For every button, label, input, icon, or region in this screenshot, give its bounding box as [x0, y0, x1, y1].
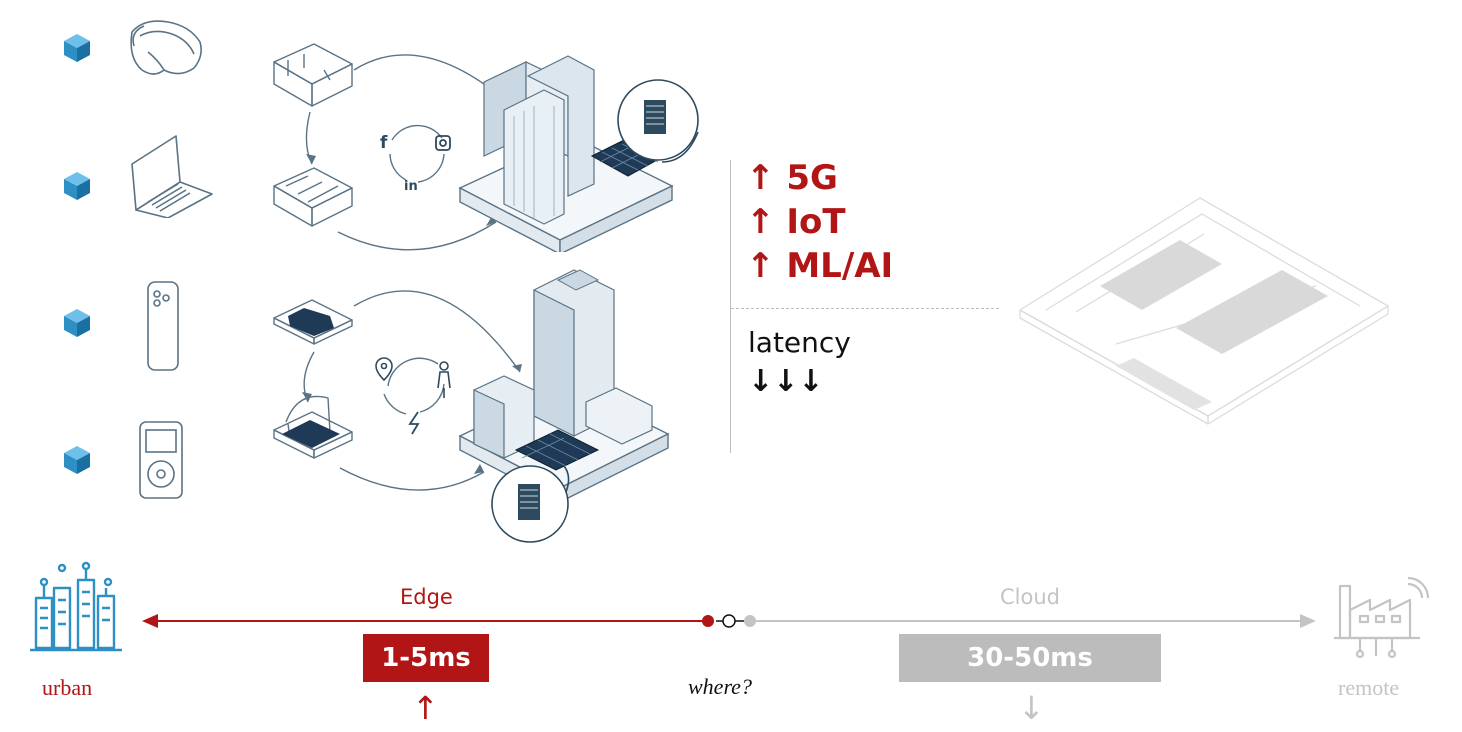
facebook-icon: f	[380, 133, 388, 153]
music-player-icon	[139, 421, 183, 499]
device-cube-icon	[64, 172, 90, 200]
device-cube-icon	[64, 34, 90, 62]
urban-services-cluster	[273, 269, 670, 543]
vertical-divider	[730, 160, 731, 453]
middle-node	[722, 614, 736, 628]
laptop-icon	[131, 135, 213, 218]
cloud-node	[744, 615, 756, 627]
cloud-label: Cloud	[1000, 585, 1060, 609]
vr-headset-icon	[130, 20, 202, 75]
location-pin-icon	[375, 357, 393, 382]
latency-arrows: ↓↓↓	[748, 364, 824, 399]
latency-label: latency	[748, 326, 851, 359]
instagram-icon	[435, 135, 451, 151]
linkedin-icon: in	[404, 179, 418, 194]
feature-ml-ai: ↑ ML/AI	[746, 246, 894, 286]
remote-factory-icon	[1334, 576, 1430, 659]
smartphone-icon	[147, 281, 179, 371]
edge-latency-badge: 1-5ms	[363, 634, 489, 682]
remote-label: remote	[1338, 675, 1400, 700]
where-label: where?	[688, 674, 752, 699]
edge-cloud-spectrum-line	[142, 614, 1316, 628]
cloud-latency-badge: 30-50ms	[899, 634, 1161, 682]
device-cube-icon	[64, 309, 90, 337]
feature-iot: ↑ IoT	[746, 202, 846, 242]
edge-label: Edge	[400, 585, 453, 609]
cloud-down-arrow: ↓	[1018, 689, 1045, 727]
edge-up-arrow: ↑	[412, 689, 439, 727]
device-cube-icon	[64, 446, 90, 474]
edge-node	[702, 615, 714, 627]
urban-label: urban	[42, 675, 93, 700]
lightning-icon	[408, 411, 420, 435]
person-icon	[437, 361, 451, 398]
city-icon	[30, 561, 122, 652]
feature-5g: ↑ 5G	[746, 158, 838, 198]
data-center-illustration	[1019, 197, 1389, 425]
social-network-cluster: f in	[273, 43, 699, 252]
dashed-divider	[731, 308, 999, 309]
